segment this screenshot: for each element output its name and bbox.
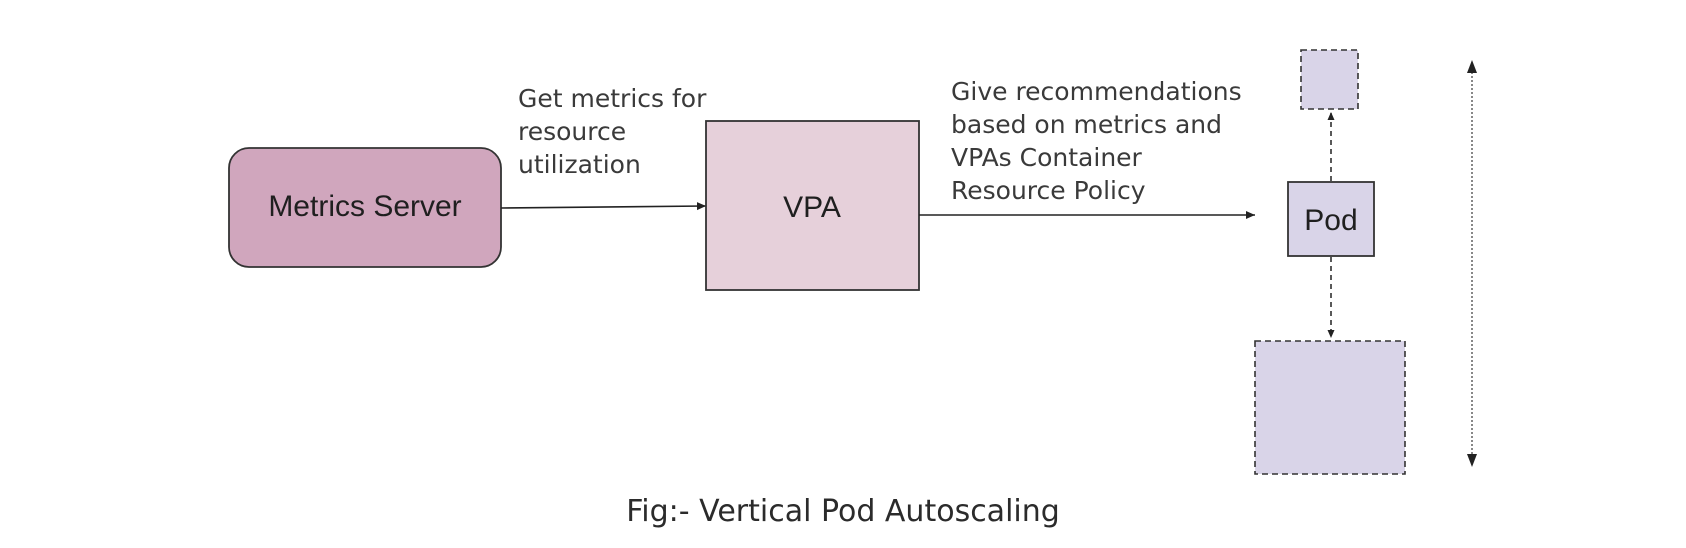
vertical-scaling-axis — [1467, 60, 1477, 467]
metrics-server-node: Metrics Server — [228, 147, 502, 268]
figure-caption: Fig:- Vertical Pod Autoscaling — [626, 494, 1060, 529]
get-metrics-label-line: resource — [518, 117, 626, 146]
vpa-node: VPA — [705, 120, 920, 291]
pod-label: Pod — [1304, 204, 1357, 237]
get-metrics-label: Get metrics for resource utilization — [518, 84, 714, 179]
scaled-up-pod — [1254, 340, 1406, 475]
pod-node: Pod — [1287, 181, 1375, 257]
scaled-down-pod — [1300, 49, 1359, 110]
get-metrics-arrow — [500, 202, 707, 211]
metrics-server-label: Metrics Server — [268, 190, 461, 223]
recommendations-label-line: Give recommendations — [951, 77, 1242, 106]
recommendations-label-line: VPAs Container — [951, 143, 1143, 172]
get-metrics-label-line: utilization — [518, 150, 641, 179]
recommendations-label-line: based on metrics and — [951, 110, 1222, 139]
get-metrics-label-line: Get metrics for — [518, 84, 707, 113]
recommendations-label-line: Resource Policy — [951, 176, 1146, 205]
vpa-label: VPA — [783, 191, 841, 224]
recommendations-label: Give recommendations based on metrics an… — [951, 77, 1250, 205]
